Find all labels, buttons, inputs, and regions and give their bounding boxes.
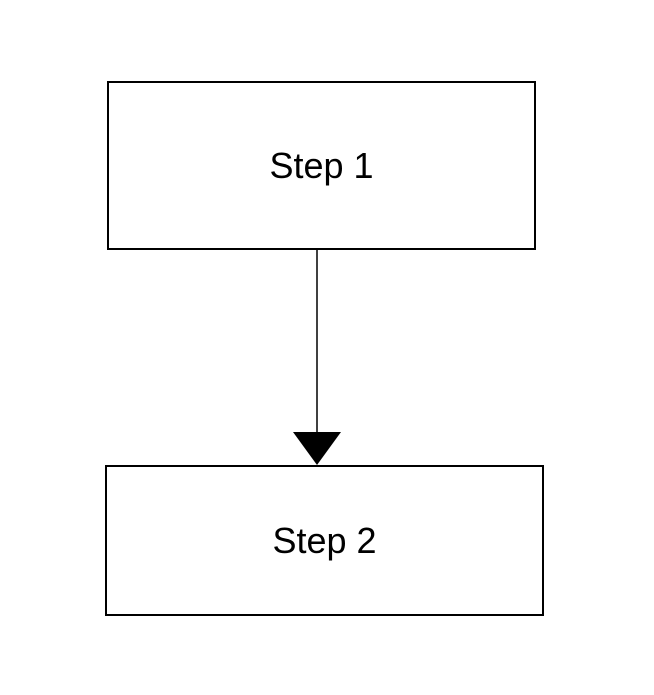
step-1-box: Step 1: [107, 81, 536, 250]
step-1-label: Step 1: [269, 144, 374, 186]
step-2-box: Step 2: [105, 465, 544, 616]
arrowhead-icon: [293, 432, 341, 465]
step-2-label: Step 2: [272, 519, 377, 561]
